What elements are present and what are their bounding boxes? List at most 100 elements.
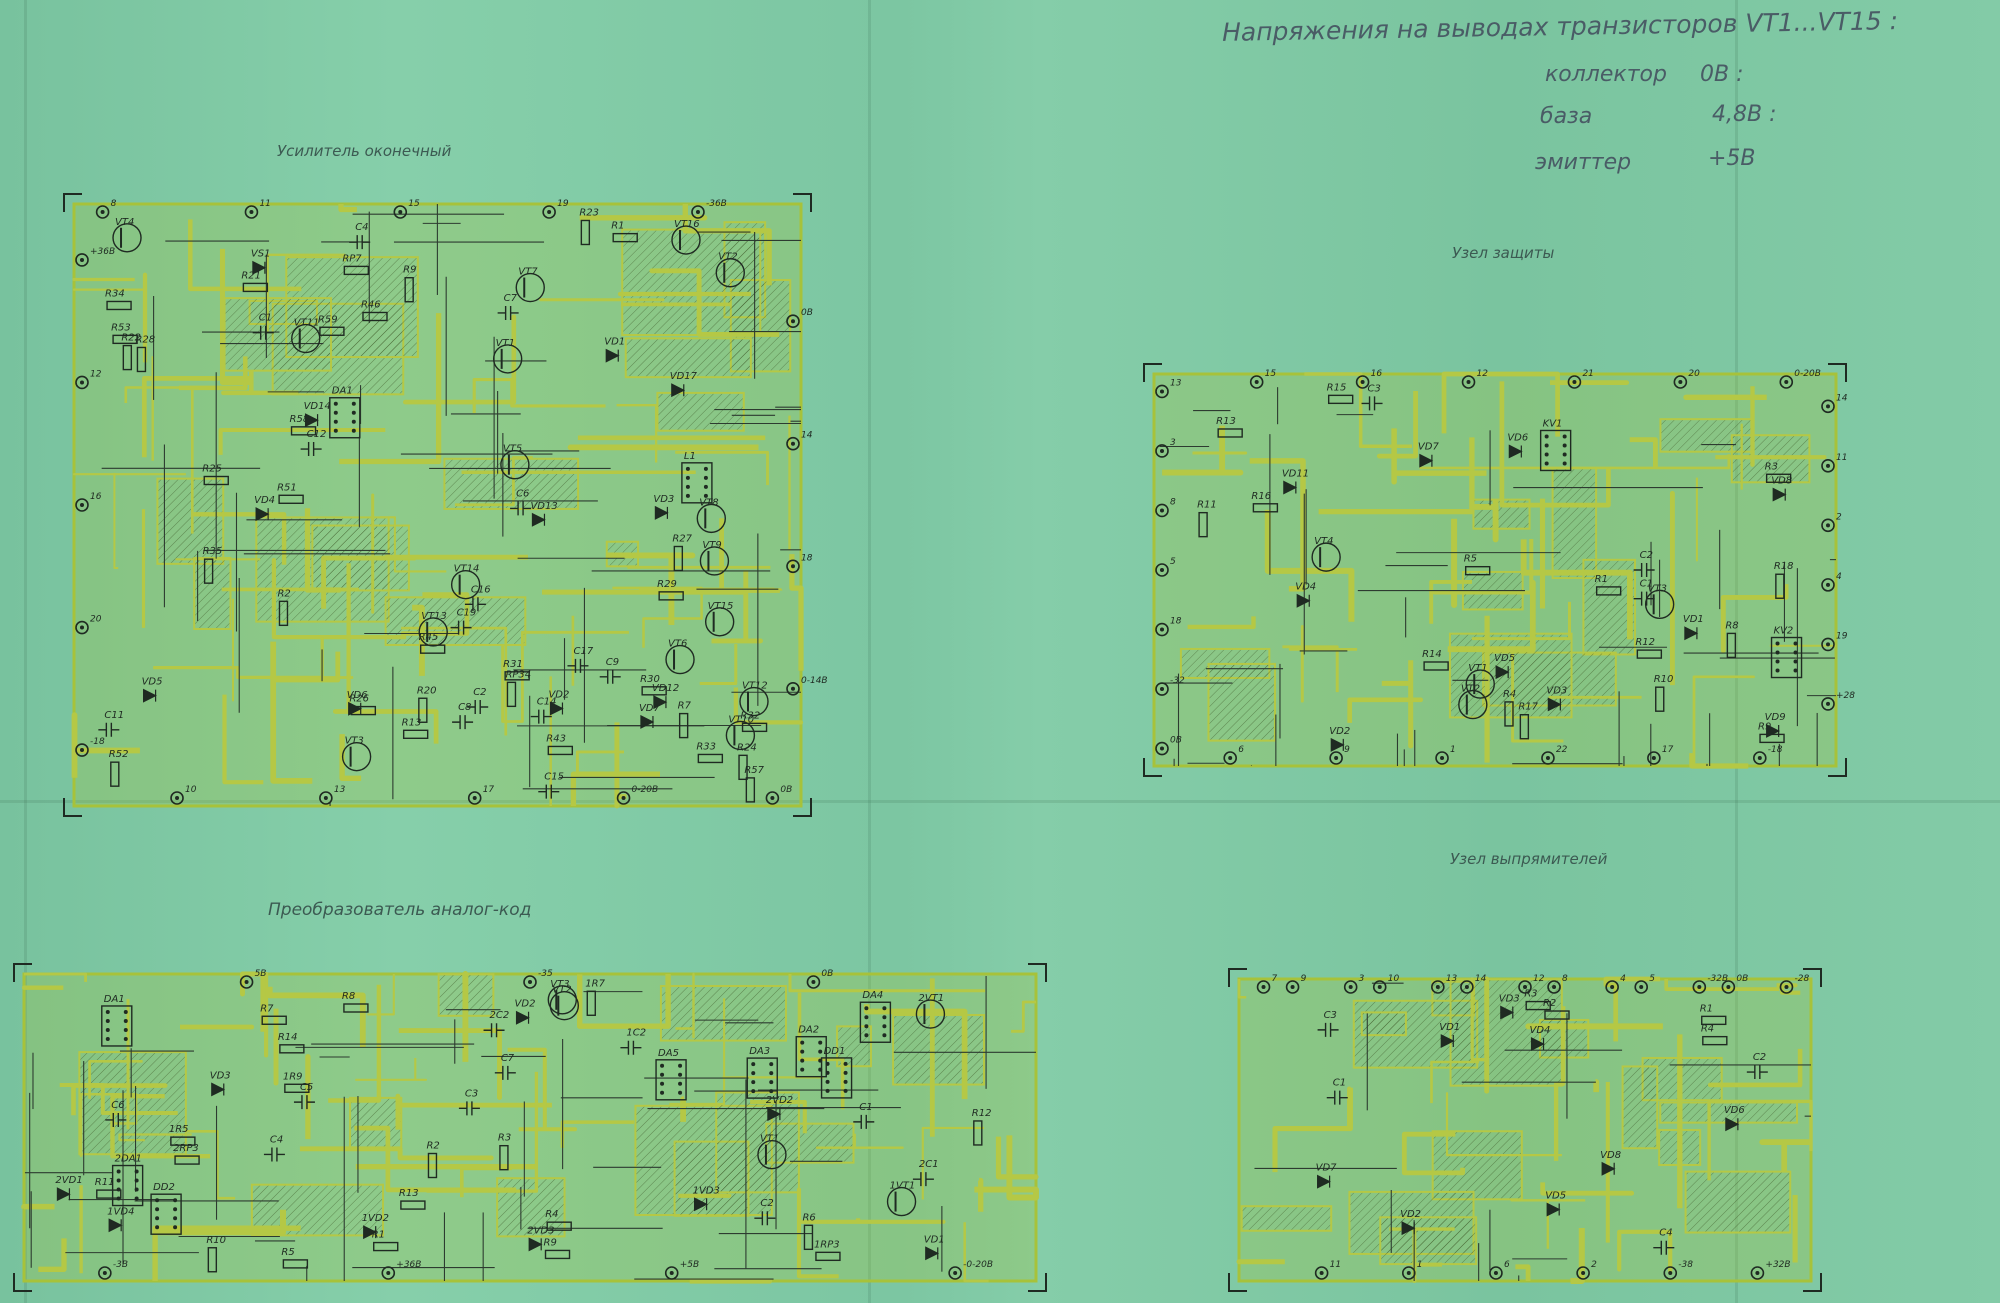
pcb-trace (304, 508, 341, 593)
pcb-trace (270, 641, 313, 784)
pcb-trace (186, 1130, 236, 1200)
terminal-pin: 1 (1401, 1260, 1423, 1280)
corner-mark (1803, 1273, 1822, 1292)
component-label: R8 (342, 991, 355, 1002)
component-label: VT2 (1461, 684, 1480, 695)
terminal-pin: 14 (1821, 393, 1848, 414)
component-label: VD3 (1499, 994, 1520, 1005)
component-label: 2C1 (919, 1159, 939, 1170)
component-vd9: VD9 (1765, 712, 1786, 738)
component-r12: R12 (1635, 637, 1663, 659)
pcb-trace (1540, 1182, 1635, 1196)
pin-label: 3 (1359, 974, 1365, 984)
component-label: R14 (1422, 649, 1442, 660)
terminal-pin: -3В (98, 1260, 128, 1280)
component-label: VD7 (639, 703, 661, 714)
terminal-pin: +5В (664, 1260, 699, 1280)
component-r22: R22 (121, 333, 141, 371)
pcb-trace (113, 472, 119, 569)
terminal-pin: 12 (1461, 369, 1488, 389)
component-label: R11 (1197, 500, 1217, 511)
component-c2: C2 (467, 687, 489, 714)
pin-label: 13 (1170, 378, 1182, 388)
pin-label: -18 (1768, 745, 1783, 755)
pcb-trace (266, 986, 366, 1048)
terminal-pin: 3 (1343, 974, 1365, 994)
component-r32: R32 (741, 710, 768, 733)
component-r18: R18 (1774, 561, 1794, 599)
pcb-trace (240, 971, 266, 1032)
component-c4: C4 (1653, 1228, 1675, 1255)
copper-zone (1449, 978, 1563, 1087)
terminal-pin: 8 (1547, 974, 1568, 994)
component-label: VD2 (1329, 726, 1350, 737)
component-label: R7 (260, 1003, 274, 1014)
component-vt3: VT3 (341, 736, 372, 772)
pin-label: -28 (1794, 974, 1809, 984)
terminal-pin: 22 (1541, 745, 1568, 765)
component-label: C5 (300, 1082, 313, 1093)
component-label: R17 (1518, 702, 1538, 713)
component-label: DA1 (104, 994, 125, 1005)
corner-mark (63, 193, 82, 212)
pcb-trace (799, 1218, 946, 1224)
component-label: VD13 (530, 501, 557, 512)
fold-line-vertical (868, 0, 871, 1303)
component-vd7: VD7 (1418, 442, 1439, 468)
component-vd4: VD4 (1530, 1025, 1550, 1051)
terminal-pin: 17 (1647, 745, 1674, 765)
corner-mark (1803, 968, 1822, 987)
pcb-trace (1429, 579, 1472, 624)
rectifier-board: VD1VD2VD3VD4VD5VD6VD7VD8C1C2C3C4R1R2R3R4… (1228, 968, 1822, 1292)
component-r58: R58 (290, 414, 317, 436)
component-label: VD5 (1545, 1191, 1566, 1202)
component-label: VT3 (550, 979, 569, 990)
component-label: C19 (457, 608, 477, 619)
pin-label: 0В (1736, 974, 1748, 984)
base-value: 4,8В : (1712, 102, 1777, 127)
pcb-trace (1689, 753, 1749, 769)
pcb-trace (507, 1047, 577, 1132)
component-da1: DA1 (329, 386, 361, 439)
pcb-trace (380, 516, 447, 573)
pin-label: 12 (90, 369, 102, 379)
pin-label: 9 (1301, 974, 1307, 984)
component-c9: C9 (599, 657, 621, 684)
terminal-pin: 5 (1634, 974, 1655, 994)
component-r14: R14 (278, 1032, 305, 1054)
pin-label: 3 (1170, 438, 1176, 448)
component-label: C9 (606, 657, 619, 668)
component-label: R51 (277, 482, 297, 493)
component-label: VT1 (496, 338, 515, 349)
component-vd5: VD5 (142, 677, 163, 703)
component-r3: R3 (498, 1133, 511, 1171)
component-c4: C4 (263, 1134, 285, 1162)
terminal-pin: -35 (523, 969, 553, 989)
terminal-pin: 10 (170, 785, 197, 805)
terminal-pin: 0-20В (616, 785, 658, 805)
component-label: R5 (281, 1247, 294, 1258)
component-label: R59 (318, 314, 338, 325)
component-label: R2 (426, 1141, 439, 1152)
component-vt4: VT4 (1311, 536, 1341, 572)
component-label: VT4 (1314, 536, 1333, 547)
pcb-trace (789, 554, 804, 671)
component-label: R28 (135, 334, 155, 345)
pcb-trace (675, 450, 769, 486)
terminal-pin: 5В (239, 969, 266, 989)
component-label: VT6 (668, 639, 687, 650)
component-label: VD3 (653, 494, 674, 505)
copper-zone (156, 477, 225, 565)
component-label: 2C2 (490, 1010, 510, 1021)
component-r3: R3 (1765, 461, 1792, 483)
pin-label: 21 (1582, 369, 1593, 379)
terminal-pin: 16 (1355, 369, 1382, 389)
copper-zone (496, 1177, 566, 1238)
terminal-pin: 14 (786, 431, 813, 451)
pcb-trace (678, 1193, 732, 1198)
adc-title: Преобразователь аналог-код (268, 900, 532, 920)
component-vt9: VT9 (699, 540, 730, 576)
rectifier-title: Узел выпрямителей (1450, 850, 1608, 868)
component-label: R21 (241, 270, 261, 281)
